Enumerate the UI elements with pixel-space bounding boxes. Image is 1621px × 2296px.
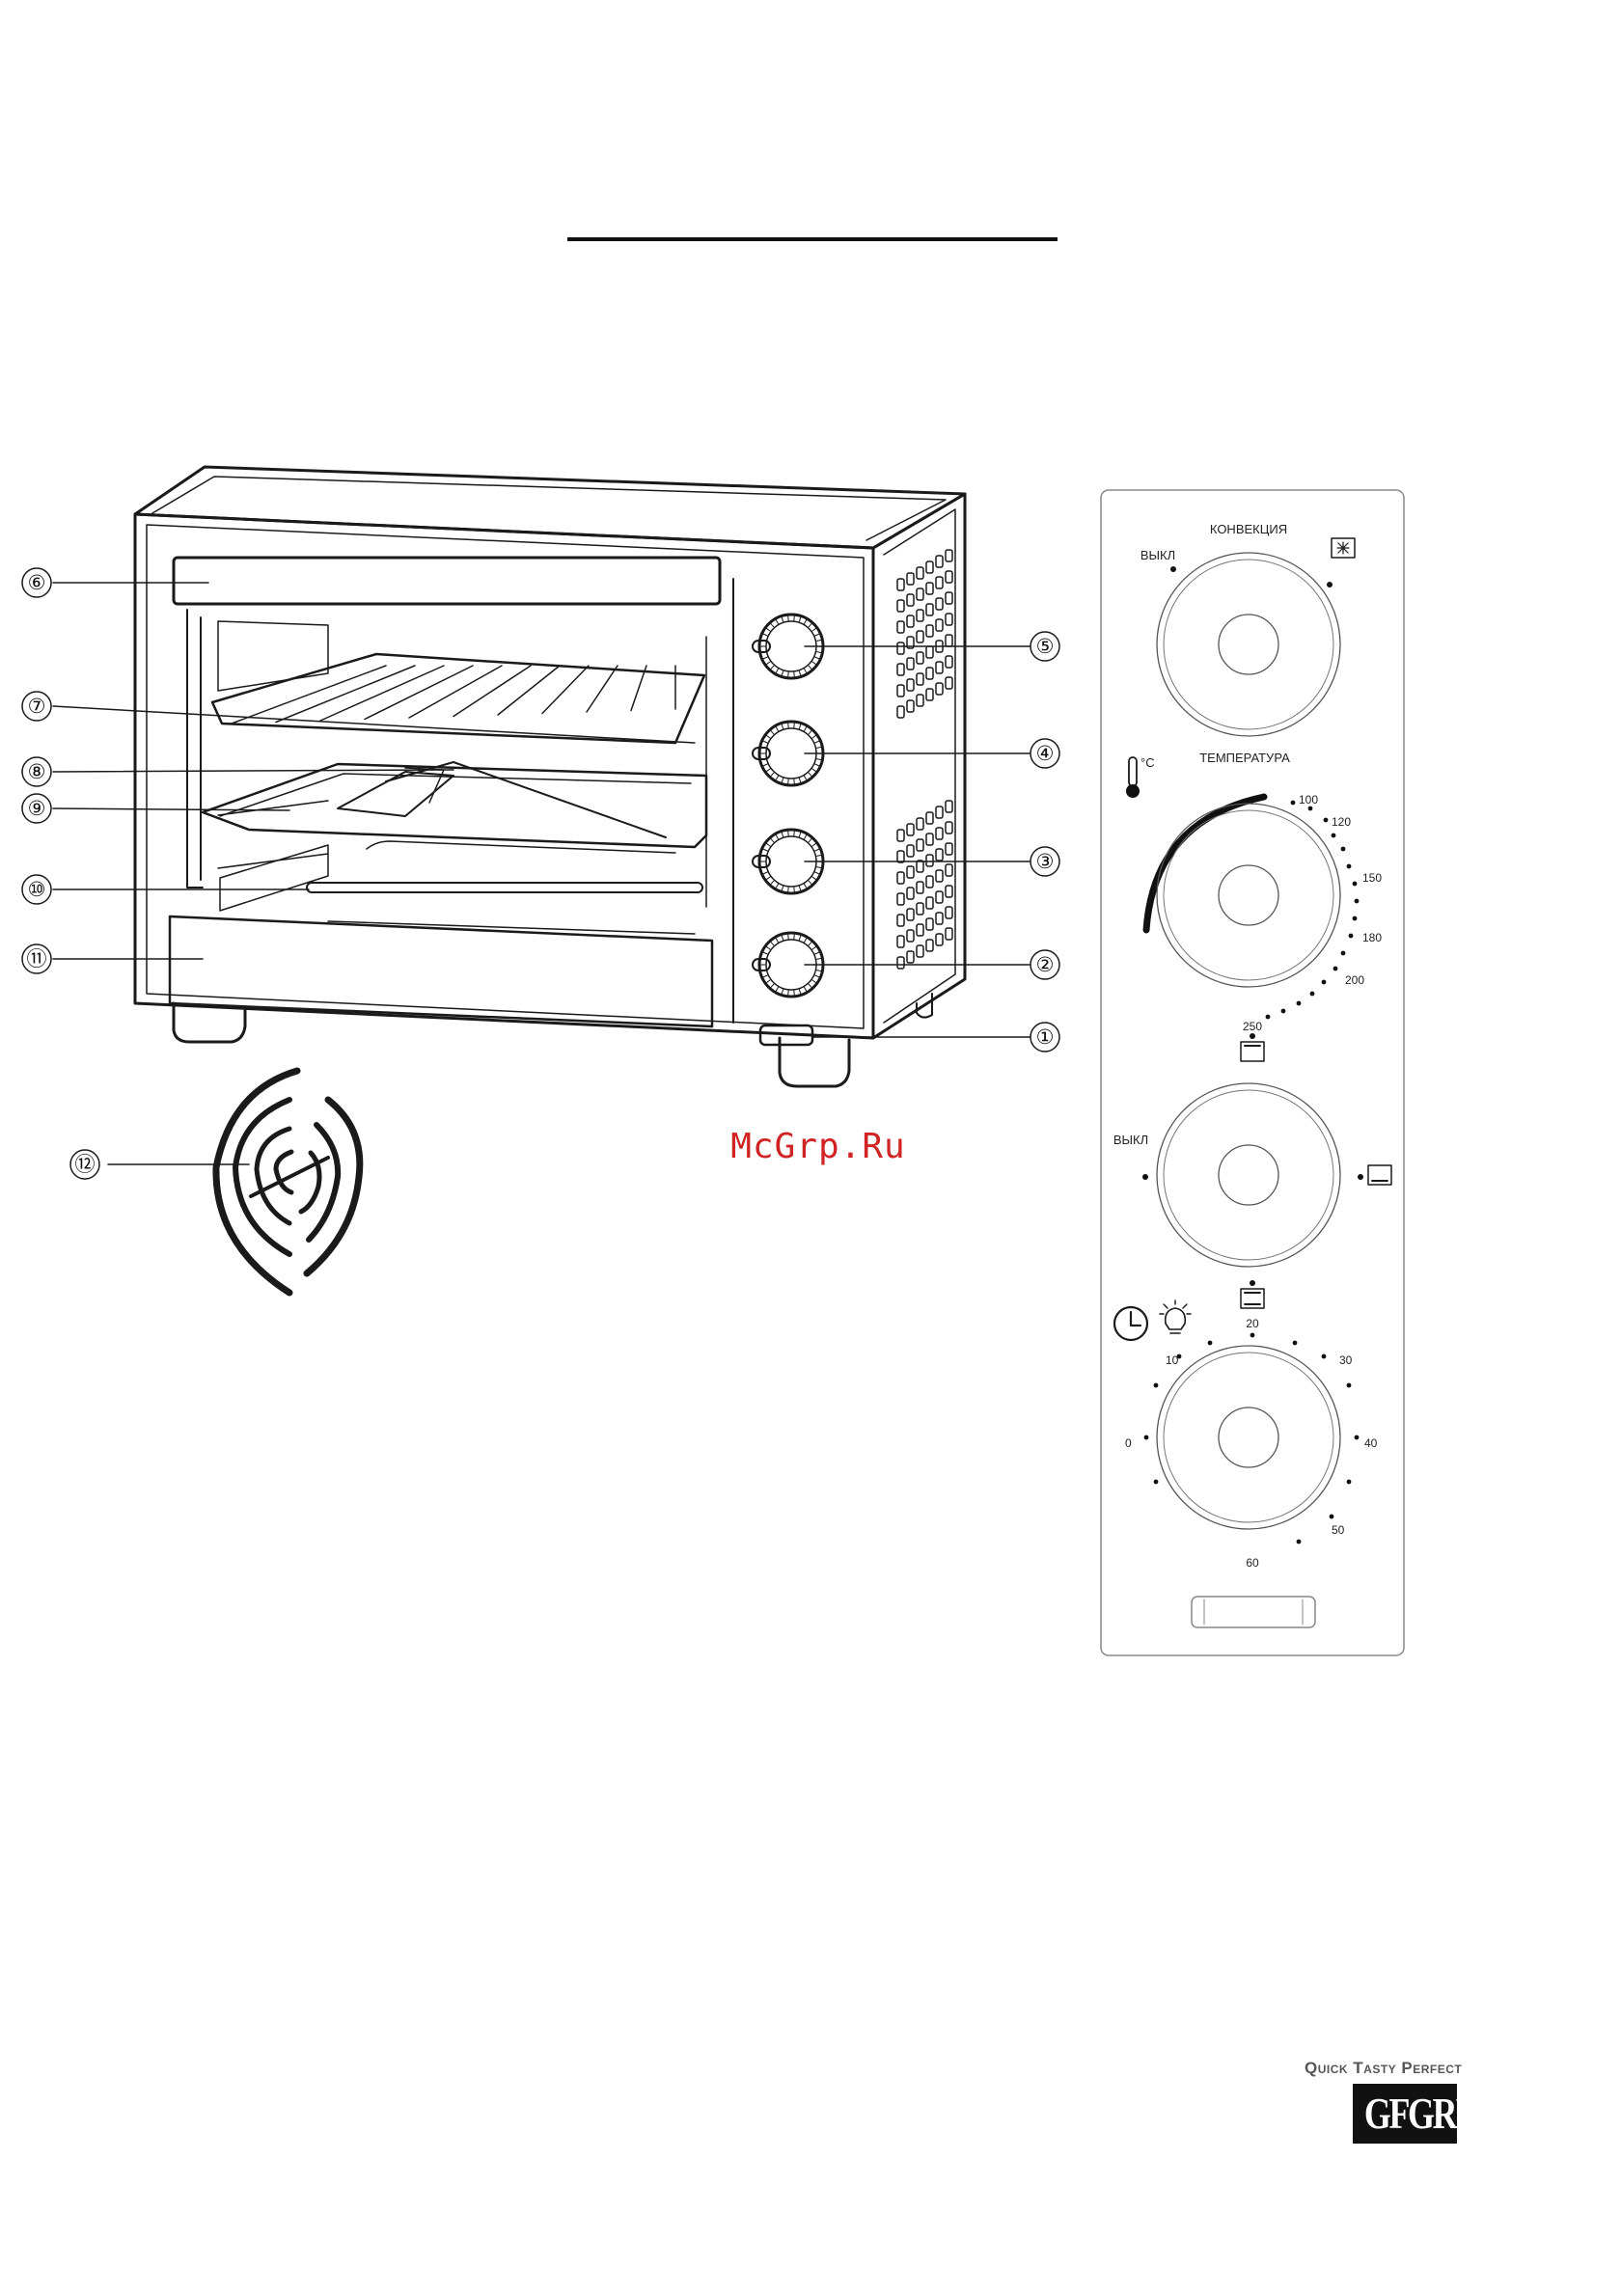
svg-text:⑧: ⑧ xyxy=(28,761,46,783)
bottom-heater xyxy=(307,883,702,892)
convection-grille xyxy=(216,1071,360,1293)
callout-2: ② xyxy=(1030,950,1059,979)
oven-cavity xyxy=(170,558,720,1026)
svg-text:°C: °C xyxy=(1140,755,1155,770)
callout-3: ③ xyxy=(1030,847,1059,876)
mode-dial: ВЫКЛ xyxy=(1113,1033,1391,1308)
temperature-dial: °C ТЕМПЕРАТУРА 100 120 150 180 200 250 xyxy=(1126,751,1382,1033)
callout-4: ④ xyxy=(1030,739,1059,768)
panel-switch xyxy=(1192,1597,1315,1627)
svg-text:40: 40 xyxy=(1364,1436,1378,1450)
brand-tagline: Quick Tasty Perfect xyxy=(1305,2059,1517,2078)
svg-text:50: 50 xyxy=(1332,1523,1345,1537)
svg-text:⑪: ⑪ xyxy=(27,948,47,970)
svg-text:②: ② xyxy=(1036,954,1055,976)
callout-12: ⑫ xyxy=(70,1150,99,1179)
svg-text:0: 0 xyxy=(1125,1436,1132,1450)
brand-logo: GFGRIL xyxy=(1353,2084,1457,2144)
callout-5: ⑤ xyxy=(1030,632,1059,661)
callout-6: ⑥ xyxy=(22,568,51,597)
svg-text:⑤: ⑤ xyxy=(1036,636,1055,658)
svg-text:250: 250 xyxy=(1243,1020,1262,1033)
svg-text:КОНВЕКЦИЯ: КОНВЕКЦИЯ xyxy=(1210,522,1287,536)
watermark: McGrp.Ru xyxy=(722,1127,915,1166)
callout-leaders xyxy=(53,583,1030,1164)
oven-body xyxy=(135,467,965,1086)
svg-text:100: 100 xyxy=(1299,793,1318,806)
svg-text:③: ③ xyxy=(1036,851,1055,873)
svg-text:ВЫКЛ: ВЫКЛ xyxy=(1140,548,1175,562)
callout-7: ⑦ xyxy=(22,692,51,721)
side-vents xyxy=(897,550,952,969)
svg-text:⑨: ⑨ xyxy=(28,798,46,820)
thermometer-icon xyxy=(1126,757,1140,798)
convection-dial: КОНВЕКЦИЯ ВЫКЛ xyxy=(1140,522,1355,736)
svg-text:④: ④ xyxy=(1036,743,1055,765)
lamp-icon xyxy=(1160,1300,1191,1333)
svg-text:10: 10 xyxy=(1166,1353,1179,1367)
callout-10: ⑩ xyxy=(22,875,51,904)
svg-text:60: 60 xyxy=(1246,1556,1259,1570)
svg-text:⑫: ⑫ xyxy=(75,1154,96,1176)
svg-text:⑦: ⑦ xyxy=(28,696,46,718)
callout-9: ⑨ xyxy=(22,794,51,823)
callout-11: ⑪ xyxy=(22,944,51,973)
timer-dial: 20 10 30 0 40 50 60 xyxy=(1114,1300,1378,1570)
svg-text:150: 150 xyxy=(1362,871,1382,885)
svg-text:120: 120 xyxy=(1332,815,1351,829)
control-panel: КОНВЕКЦИЯ ВЫКЛ °C ТЕМПЕРАТУРА 100 120 xyxy=(1101,490,1404,1655)
svg-text:30: 30 xyxy=(1339,1353,1353,1367)
svg-text:①: ① xyxy=(1036,1026,1055,1049)
clock-icon xyxy=(1114,1307,1147,1340)
svg-text:⑩: ⑩ xyxy=(28,879,46,901)
svg-text:ТЕМПЕРАТУРА: ТЕМПЕРАТУРА xyxy=(1199,751,1290,765)
svg-text:200: 200 xyxy=(1345,973,1364,987)
oven-knobs xyxy=(753,615,823,997)
svg-text:180: 180 xyxy=(1362,931,1382,944)
callout-8: ⑧ xyxy=(22,757,51,786)
svg-text:20: 20 xyxy=(1246,1317,1259,1330)
svg-text:ВЫКЛ: ВЫКЛ xyxy=(1113,1133,1148,1147)
svg-text:⑥: ⑥ xyxy=(28,572,46,594)
callout-1: ① xyxy=(1030,1023,1059,1052)
top-heater xyxy=(174,558,720,604)
